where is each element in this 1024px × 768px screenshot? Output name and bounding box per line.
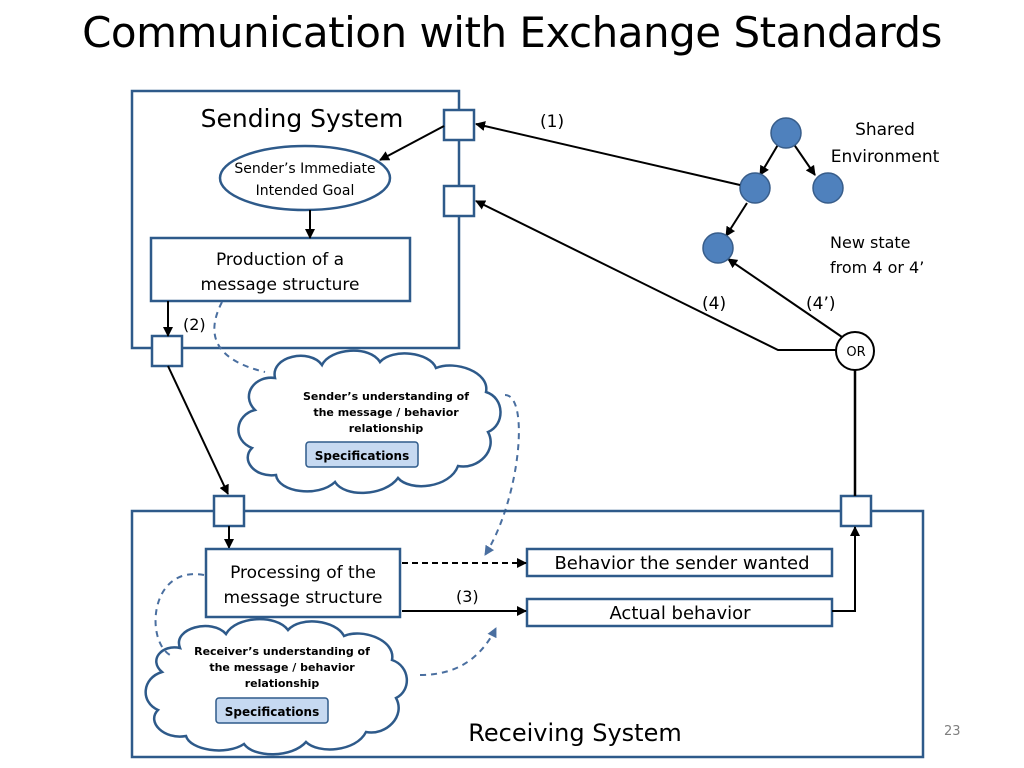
env-node-left xyxy=(739,172,771,204)
sender-goal-line1: Sender’s Immediate xyxy=(234,161,375,177)
receiver-specifications-label: Specifications xyxy=(225,705,319,719)
receiving-system-box xyxy=(130,509,925,759)
page-title: Communication with Exchange Standards xyxy=(82,8,942,57)
sending-output-port xyxy=(150,334,184,368)
new-state-line2: from 4 or 4’ xyxy=(830,258,924,277)
env-node-top xyxy=(770,117,802,149)
sending-system-label: Sending System xyxy=(201,104,404,133)
production-line1: Production of a xyxy=(216,250,344,270)
sending-port-1 xyxy=(442,108,476,142)
port1-to-goal-arrow xyxy=(379,125,445,161)
sender-cloud xyxy=(237,349,502,494)
processing-to-receiver-cloud-dashed xyxy=(154,573,205,656)
wanted-behavior-label: Behavior the sender wanted xyxy=(554,553,809,574)
receiving-input-port xyxy=(212,494,246,528)
production-to-cloud-dashed xyxy=(213,301,266,373)
receiver-cloud xyxy=(144,617,408,756)
receiving-system-label: Receiving System xyxy=(468,719,681,747)
env-edge-top-left xyxy=(759,142,780,176)
step4prime-arrow xyxy=(727,258,843,338)
sender-cloud-to-wanted-dashed xyxy=(484,394,520,556)
receiver-cloud-line3: relationship xyxy=(245,677,320,690)
sending-system-box xyxy=(130,89,461,350)
actual-behavior-box xyxy=(525,597,834,628)
step2-label: (2) xyxy=(183,315,206,334)
actual-behavior-label: Actual behavior xyxy=(609,603,751,624)
env-edge-top-right xyxy=(792,142,816,176)
sender-cloud-line1: Sender’s understanding of xyxy=(303,390,469,403)
step4-arrow xyxy=(475,200,836,351)
step1-arrow xyxy=(475,121,741,186)
sender-specifications-label: Specifications xyxy=(315,449,409,463)
shared-env-line1: Shared xyxy=(855,120,915,140)
receiver-specifications-box xyxy=(215,697,329,724)
sender-cloud-line2: the message / behavior xyxy=(313,406,459,419)
or-node-label: OR xyxy=(846,345,865,360)
env-node-new-state xyxy=(702,232,734,264)
step4-label: (4) xyxy=(702,294,726,314)
sending-port-4 xyxy=(442,184,476,218)
receiving-output-port xyxy=(839,494,873,528)
processing-line2: message structure xyxy=(224,588,383,608)
production-line2: message structure xyxy=(201,275,360,295)
env-edge-left-down xyxy=(725,202,748,237)
env-node-right xyxy=(812,172,844,204)
sender-goal-ellipse xyxy=(218,144,392,212)
step4prime-label: (4’) xyxy=(806,294,835,314)
sender-cloud-line3: relationship xyxy=(349,422,424,435)
step3-label: (3) xyxy=(456,587,479,606)
sender-goal-line2: Intended Goal xyxy=(256,183,355,199)
actual-to-output-arrow xyxy=(832,526,860,612)
receiver-cloud-to-actual-dashed xyxy=(419,627,497,676)
sender-specifications-box xyxy=(305,441,419,468)
page-number: 23 xyxy=(944,724,961,739)
wanted-behavior-box xyxy=(525,547,834,578)
new-state-line1: New state xyxy=(830,233,911,252)
production-box xyxy=(149,236,412,303)
step1-label: (1) xyxy=(540,112,564,132)
processing-box xyxy=(204,547,402,619)
message-transfer-arrow xyxy=(167,365,229,495)
processing-line1: Processing of the xyxy=(230,563,376,583)
receiver-cloud-line1: Receiver’s understanding of xyxy=(194,645,370,658)
receiver-cloud-line2: the message / behavior xyxy=(209,661,355,674)
shared-env-line2: Environment xyxy=(831,147,940,167)
